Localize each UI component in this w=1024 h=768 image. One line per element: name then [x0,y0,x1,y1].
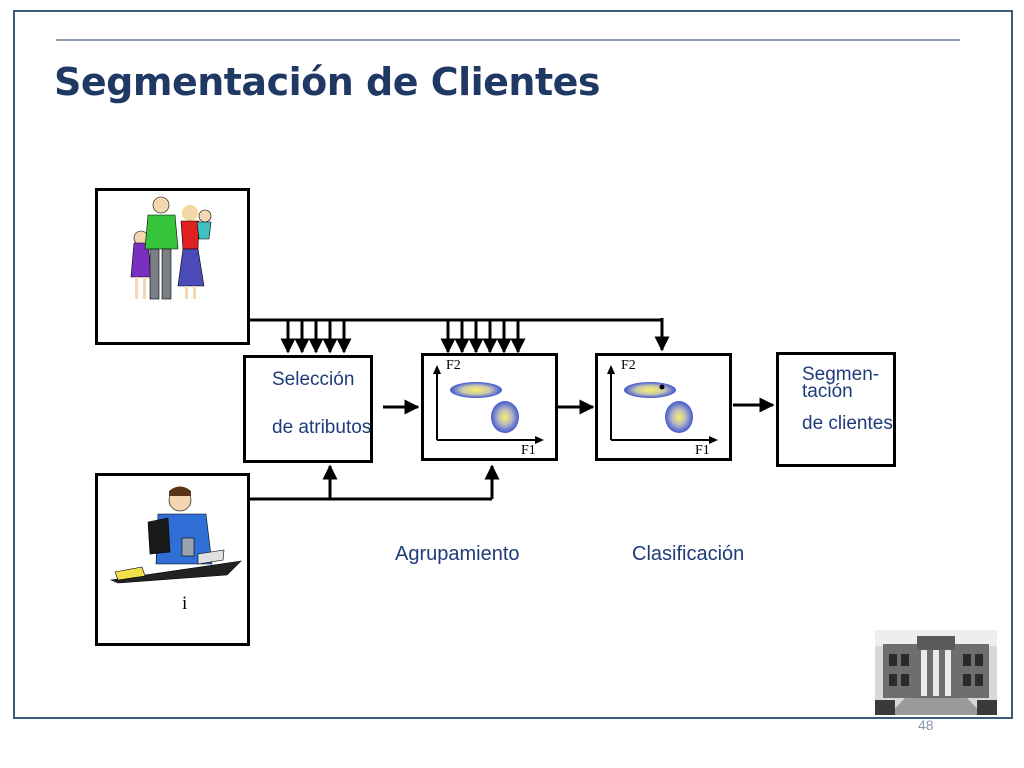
clustering-plot [433,365,544,444]
attribute-selection-box [243,355,373,463]
segmentation-label-line1: Segmen- [802,364,880,385]
classification-x-axis-label: F1 [695,443,710,458]
clustering-y-axis-label: F2 [446,358,461,373]
title-divider-line [56,39,960,41]
agent-caption: i [182,593,188,614]
family-image-box [95,188,250,345]
classification-y-axis-label: F2 [621,358,636,373]
classification-caption: Clasificación [632,543,745,565]
classification-plot-box [595,353,732,461]
clustering-plot-box [421,353,558,461]
clustering-caption: Agrupamiento [395,543,520,565]
family-illustration [130,196,212,300]
segmentation-label-line3: de clientes [802,413,893,434]
attribute-selection-label-line1: Selección [272,369,355,390]
segmentation-output-box [776,352,896,467]
segmentation-label-line2: tación [802,381,853,402]
slide-frame [13,10,1013,719]
cluster-ellipse [624,382,676,398]
cluster-ellipse [491,401,519,433]
new-sample-point [659,384,665,390]
building-photo [875,630,997,715]
classification-plot [607,365,718,444]
slide-title: Segmentación de Clientes [54,60,601,104]
cluster-ellipse [450,382,502,398]
cluster-ellipse [665,401,693,433]
page-number: 48 [918,717,934,733]
agent-image-box [95,473,250,646]
clustering-x-axis-label: F1 [521,443,536,458]
call-center-agent-illustration [109,486,242,584]
attribute-selection-label-line2: de atributos [272,417,372,438]
